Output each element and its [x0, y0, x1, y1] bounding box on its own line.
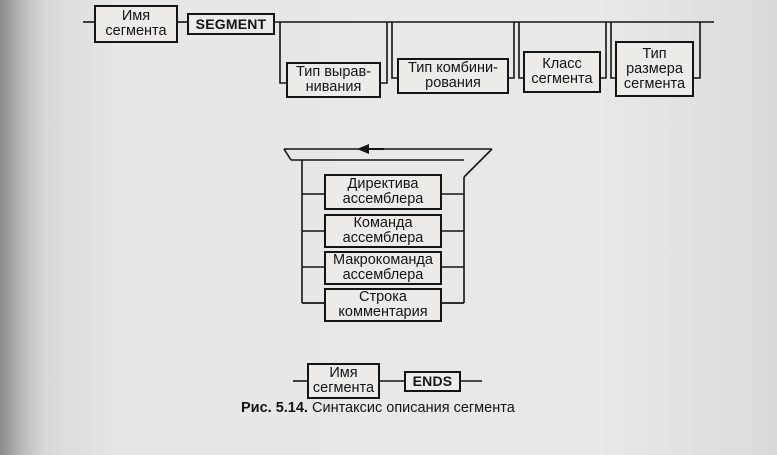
size-type-box: Тип размера сегмента [615, 41, 694, 97]
loop-right-diag [463, 148, 493, 178]
figure-caption: Рис. 5.14. Синтаксис описания сегмента [241, 400, 661, 416]
branch-combine [391, 22, 397, 79]
branch-size [610, 22, 615, 79]
branch-align-right [381, 22, 388, 84]
branch-class-right [601, 22, 607, 79]
body-item-macro: Макрокоманда ассемблера [324, 251, 442, 285]
end-segment-name-box: Имя сегмента [307, 363, 380, 399]
class-box: Класс сегмента [523, 51, 601, 93]
branch-combine-right [509, 22, 515, 79]
figure-title: Синтаксис описания сегмента [307, 400, 515, 416]
segment-name-box: Имя сегмента [94, 5, 178, 43]
body-item-directive: Директива ассемблера [324, 174, 442, 210]
ends-keyword-box: ENDS [404, 371, 461, 392]
figure-number: Рис. 5.14. [241, 400, 308, 416]
align-type-box: Тип вырав- нивания [286, 62, 381, 98]
body-item-comment: Строка комментария [324, 288, 442, 322]
branch-align [279, 22, 286, 84]
branch-class [518, 22, 523, 79]
combine-type-box: Тип комбини- рования [397, 58, 509, 94]
body-item-command: Команда ассемблера [324, 214, 442, 248]
branch-size-right [694, 22, 701, 79]
segment-keyword-box: SEGMENT [187, 13, 275, 35]
loop-left-diag [283, 148, 292, 161]
